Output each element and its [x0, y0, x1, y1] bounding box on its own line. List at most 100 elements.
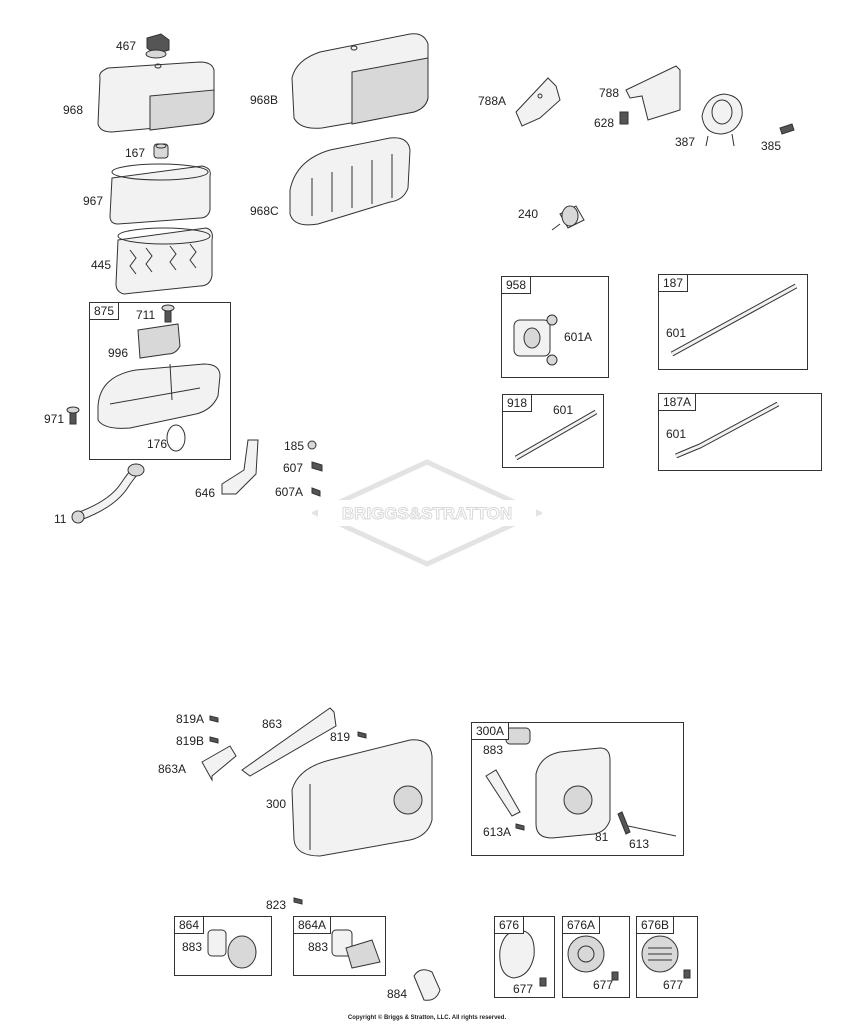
part-label-240: 240: [518, 207, 539, 221]
screw-823-drawing: [293, 897, 303, 905]
part-label-176: 176: [147, 437, 168, 451]
kit-box-187: 187: [658, 274, 808, 370]
part-label-968: 968: [63, 103, 84, 117]
kit-label-187: 187: [659, 275, 689, 292]
fuel-line-918-drawing: [514, 409, 598, 461]
fuel-filter-240-drawing: [551, 205, 585, 231]
base-875-drawing: [66, 304, 221, 452]
part-label-819: 819: [330, 730, 351, 744]
fuel-line-187A-drawing: [675, 401, 780, 459]
part-label-819B: 819B: [176, 734, 205, 748]
kit-box-875: 875: [89, 302, 231, 460]
kit-box-676: 676: [494, 916, 555, 998]
brand-watermark: BRIGGS&STRATTON: [312, 459, 542, 567]
part-label-884: 884: [387, 987, 408, 1001]
part-label-996: 996: [108, 346, 129, 360]
watermark-text: BRIGGS&STRATTON: [342, 504, 512, 523]
part-label-607: 607: [283, 461, 304, 475]
kit-label-958: 958: [502, 277, 532, 294]
screws-819-drawing: [209, 715, 367, 744]
part-label-385: 385: [761, 139, 782, 153]
part-label-677-kit676: 677: [513, 982, 534, 996]
kit-label-300A: 300A: [472, 723, 510, 740]
precleaner-967-drawing: [109, 163, 211, 225]
hardware-185-607-drawing: [221, 439, 323, 497]
part-label-467: 467: [116, 39, 137, 53]
screen-676B-drawing: [641, 935, 691, 979]
kit-label-875: 875: [90, 303, 120, 320]
part-label-711: 711: [136, 308, 156, 322]
part-label-300: 300: [266, 797, 287, 811]
kit-box-676B: 676B: [636, 916, 698, 998]
part-label-81: 81: [595, 830, 609, 844]
screw-385-drawing: [779, 123, 795, 135]
part-label-445: 445: [91, 258, 112, 272]
part-label-823: 823: [266, 898, 287, 912]
heat-shield-863-drawing: [241, 707, 337, 777]
kit-label-864: 864: [175, 917, 205, 934]
part-label-863: 863: [262, 717, 283, 731]
part-label-613: 613: [629, 837, 650, 851]
part-label-601-kit918: 601: [553, 403, 574, 417]
part-label-968C: 968C: [250, 204, 279, 218]
tube-11-drawing: [71, 463, 145, 524]
part-label-601-kit187: 601: [666, 326, 687, 340]
kit-label-676B: 676B: [637, 917, 675, 934]
kit-label-918: 918: [503, 395, 533, 412]
muffler-300A-drawing: [485, 727, 677, 839]
kit-box-864: 864: [174, 916, 272, 976]
kit-box-918: 918: [502, 394, 604, 468]
bracket-788A-drawing: [515, 77, 561, 127]
pump-387-drawing: [701, 93, 743, 147]
fuel-line-187-drawing: [670, 283, 798, 357]
part-label-628: 628: [594, 116, 615, 130]
copyright-footer: Copyright © Briggs & Stratton, LLC. All …: [347, 1015, 507, 1021]
deflector-864-drawing: [207, 929, 257, 969]
cover-968-drawing: [97, 61, 215, 133]
part-label-646: 646: [195, 486, 216, 500]
kit-box-864A: 864A: [293, 916, 386, 976]
kit-label-676: 676: [495, 917, 525, 934]
part-label-185: 185: [284, 439, 305, 453]
kit-box-187A: 187A: [658, 393, 822, 471]
kit-label-864A: 864A: [294, 917, 332, 934]
knob-467-drawing: [145, 33, 170, 59]
nut-167-drawing: [153, 143, 169, 159]
bracket-863A-drawing: [201, 745, 237, 782]
screen-676A-drawing: [567, 935, 619, 981]
part-label-883-kit300A: 883: [483, 743, 504, 757]
part-label-967: 967: [83, 194, 104, 208]
part-label-971: 971: [44, 412, 65, 426]
cover-968B-drawing: [291, 33, 429, 129]
valve-958-drawing: [513, 314, 558, 366]
part-label-677-kit676A: 677: [593, 978, 614, 992]
part-label-819A: 819A: [176, 712, 205, 726]
kit-box-958: 958: [501, 276, 609, 378]
kit-box-676A: 676A: [562, 916, 630, 998]
part-label-788A: 788A: [478, 94, 507, 108]
part-label-883-kit864A: 883: [308, 940, 329, 954]
part-label-613A: 613A: [483, 825, 512, 839]
filter-445-drawing: [115, 227, 213, 295]
part-label-968B: 968B: [250, 93, 279, 107]
deflector-864A-drawing: [331, 929, 381, 969]
part-label-11: 11: [54, 512, 67, 526]
part-label-788: 788: [599, 86, 620, 100]
cover-968C-drawing: [289, 137, 411, 226]
muffler-300-drawing: [291, 739, 433, 857]
part-label-863A: 863A: [158, 762, 187, 776]
kit-label-676A: 676A: [563, 917, 601, 934]
kit-label-187A: 187A: [659, 394, 697, 411]
part-label-601-kit187A: 601: [666, 427, 687, 441]
part-label-677-kit676B: 677: [663, 978, 684, 992]
kit-box-300A: 300A: [471, 722, 684, 856]
part-label-883-kit864: 883: [182, 940, 203, 954]
part-label-601A: 601A: [564, 330, 593, 344]
screw-628-drawing: [619, 111, 629, 125]
part-label-607A: 607A: [275, 485, 304, 499]
part-label-387: 387: [675, 135, 696, 149]
part-label-167: 167: [125, 146, 146, 160]
clamp-884-drawing: [413, 969, 441, 1001]
bracket-788-drawing: [625, 65, 681, 121]
